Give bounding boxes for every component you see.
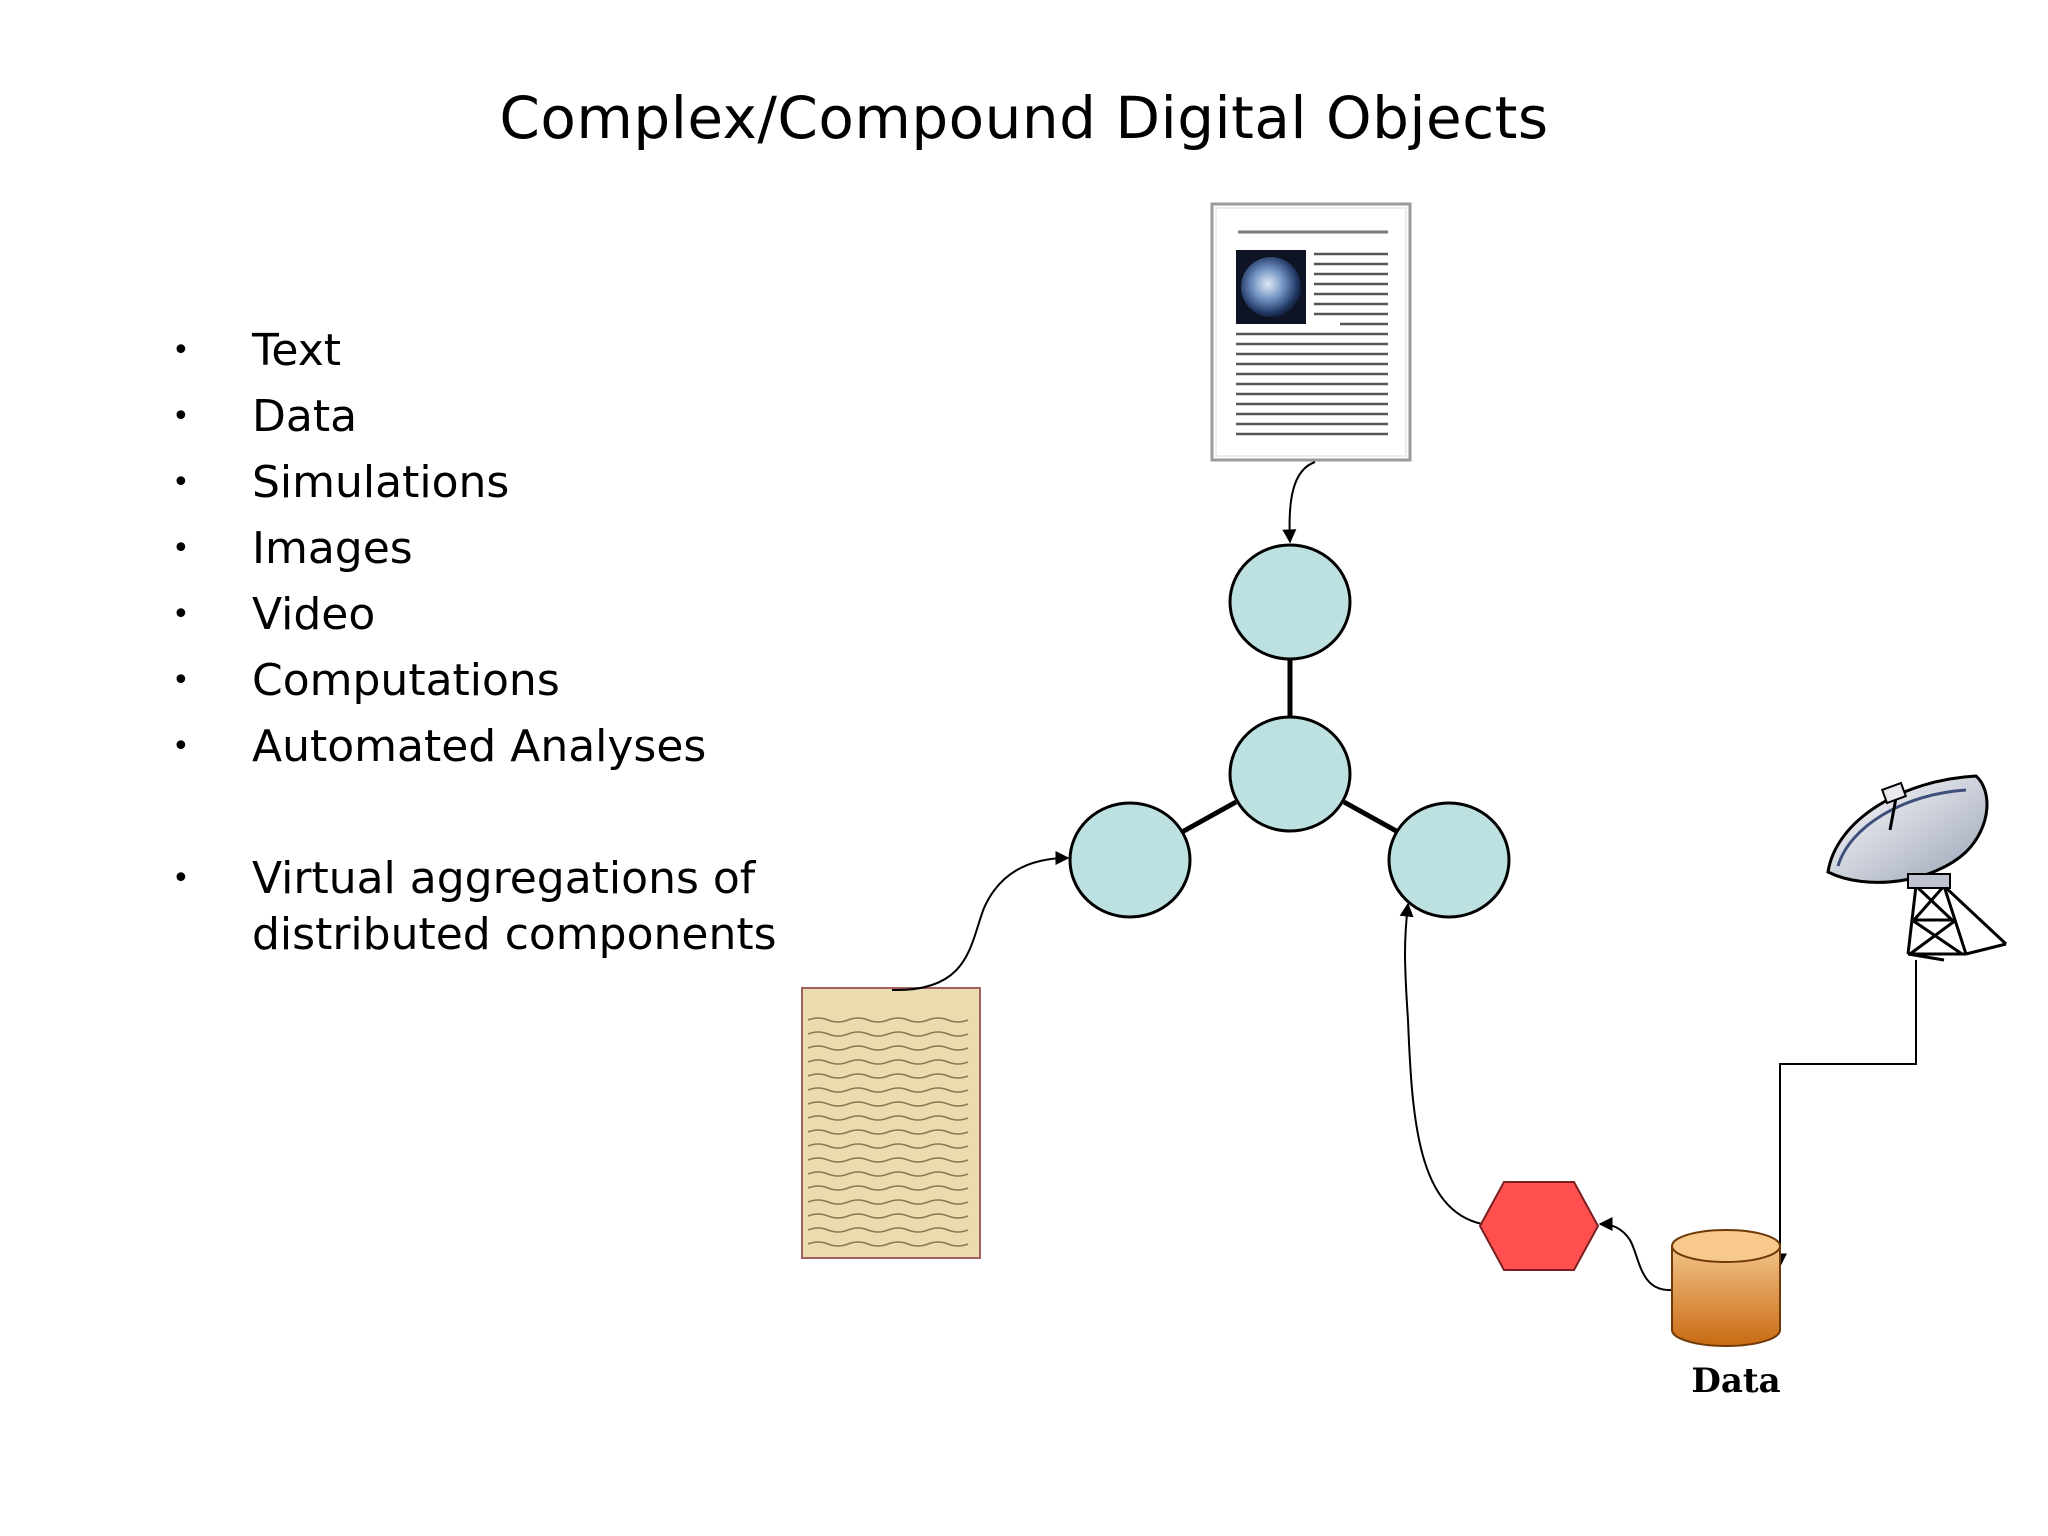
bullet-dot: • xyxy=(172,465,190,500)
arrow-dish-to-data xyxy=(1773,960,1917,1268)
edge-center-right xyxy=(1342,799,1400,835)
connector-arrows xyxy=(891,461,1917,1292)
graph-node-top xyxy=(1228,543,1352,661)
bullet-text-line2: distributed components xyxy=(252,909,777,960)
bullet-dot: • xyxy=(172,399,190,434)
arrow-manuscript-to-left-node xyxy=(891,851,1070,992)
arrow-hexagon-to-right-node xyxy=(1399,902,1483,1225)
bullet-text: Simulations xyxy=(252,457,510,508)
bullet-text: Video xyxy=(252,589,376,640)
dish-feed-arm xyxy=(1888,797,1898,831)
data-store-cylinder xyxy=(1671,1229,1781,1347)
bullet-item: • Text xyxy=(172,318,792,384)
graph-node-left xyxy=(1068,801,1192,919)
bullet-text: Text xyxy=(252,325,341,376)
edge-center-left xyxy=(1180,799,1238,835)
bullet-item: • Video xyxy=(172,582,792,648)
bullet-text-line1: Virtual aggregations of xyxy=(252,853,756,904)
document-text-lines xyxy=(1236,252,1388,436)
dish-tower xyxy=(1906,884,2008,962)
satellite-dish-icon xyxy=(1826,774,2008,962)
bullet-list: • Text • Data • Simulations • Images • V… xyxy=(172,318,792,978)
dish-mount xyxy=(1907,873,1951,889)
bullet-item: • Data xyxy=(172,384,792,450)
slide-title: Complex/Compound Digital Objects xyxy=(499,84,1549,152)
arrow-data-to-hexagon xyxy=(1598,1217,1673,1292)
bullet-dot: • xyxy=(172,729,190,764)
bullet-item: • Simulations xyxy=(172,450,792,516)
bullet-item: • Automated Analyses xyxy=(172,714,792,780)
bullet-dot: • xyxy=(172,861,190,896)
document-thumbnail-icon xyxy=(1210,202,1412,462)
dish-reflector xyxy=(1826,774,1989,884)
graph-edges xyxy=(1180,660,1400,835)
document-inner-border xyxy=(1215,207,1407,457)
bullet-dot: • xyxy=(172,663,190,698)
document-page xyxy=(1210,202,1412,462)
graph-node-center xyxy=(1228,715,1352,833)
dish-feed-horn xyxy=(1880,781,1908,805)
bullet-item: • Computations xyxy=(172,648,792,714)
bullet-dot: • xyxy=(172,597,190,632)
cylinder-body xyxy=(1671,1245,1781,1347)
bullet-text: Images xyxy=(252,523,413,574)
cylinder-top xyxy=(1671,1229,1781,1263)
bullet-dot: • xyxy=(172,333,190,368)
graph-nodes xyxy=(1068,543,1511,919)
bullet-item: • Images xyxy=(172,516,792,582)
earth-globe xyxy=(1241,257,1301,317)
bullet-text: Automated Analyses xyxy=(252,721,707,772)
bullet-dot: • xyxy=(172,531,190,566)
bullet-text: Data xyxy=(252,391,358,442)
processing-hexagon xyxy=(1478,1181,1600,1271)
data-store-label: Data xyxy=(1691,1361,1780,1401)
dish-rim xyxy=(1836,788,1967,867)
manuscript-handwriting xyxy=(807,1017,969,1247)
bullet-text: Computations xyxy=(252,655,560,706)
graph-node-right xyxy=(1387,801,1511,919)
arrow-document-to-top-node xyxy=(1282,461,1316,544)
manuscript-thumbnail-icon xyxy=(801,987,981,1259)
bullet-item: • Virtual aggregations of distributed co… xyxy=(172,846,792,978)
